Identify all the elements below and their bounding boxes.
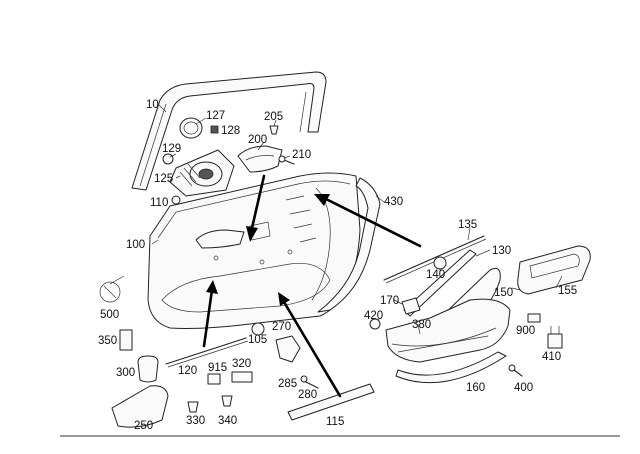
label-300: 300 — [116, 367, 135, 379]
callout-labels: 10 127 128 205 200 129 210 125 110 430 1… — [98, 99, 577, 432]
label-280: 280 — [298, 389, 317, 401]
label-10: 10 — [146, 99, 159, 111]
part-285-screw — [300, 375, 308, 383]
part-330-clip — [187, 401, 199, 413]
part-350-bracket — [119, 329, 133, 351]
label-500: 500 — [100, 309, 119, 321]
label-285: 285 — [278, 378, 297, 390]
label-120: 120 — [178, 365, 197, 377]
label-330: 330 — [186, 415, 205, 427]
label-140: 140 — [426, 269, 445, 281]
part-125-speaker — [169, 149, 235, 197]
part-128-clip — [210, 125, 219, 134]
label-115: 115 — [326, 416, 344, 428]
part-410-bracket — [547, 326, 563, 349]
part-915-clip — [207, 373, 221, 385]
label-129: 129 — [162, 143, 181, 155]
leader-lines — [151, 103, 563, 335]
label-400: 400 — [514, 382, 533, 394]
arrowhead — [278, 292, 290, 306]
part-500-tool — [99, 275, 125, 303]
part-140-cap — [433, 256, 447, 270]
label-150: 150 — [494, 287, 513, 299]
label-200: 200 — [248, 134, 267, 146]
part-400-screw — [508, 364, 523, 377]
label-430: 430 — [384, 196, 403, 208]
part-210-screw — [278, 155, 295, 165]
part-105-plug — [251, 322, 265, 336]
part-320-switch — [231, 371, 253, 383]
label-900: 900 — [516, 325, 535, 337]
part-130-strip — [403, 249, 477, 317]
label-100: 100 — [126, 239, 145, 251]
part-430-seal-strip — [317, 177, 381, 313]
label-250: 250 — [134, 420, 153, 432]
arrowhead — [314, 194, 330, 206]
part-270-lock-mechanism — [275, 335, 301, 363]
part-160-trim-strip — [395, 351, 507, 384]
part-129-grommet — [162, 153, 174, 165]
label-350: 350 — [98, 335, 117, 347]
label-110: 110 — [150, 197, 168, 209]
part-900-clip — [527, 313, 541, 323]
label-380: 380 — [412, 319, 431, 331]
label-127: 127 — [206, 110, 225, 122]
arrow-down-to-panel — [250, 174, 266, 230]
label-125: 125 — [154, 173, 173, 185]
label-170: 170 — [380, 295, 399, 307]
label-420: 420 — [364, 310, 383, 322]
part-300-cup — [137, 355, 159, 383]
part-10-window-frame — [131, 71, 327, 191]
label-410: 410 — [542, 351, 561, 363]
part-120-strip — [165, 337, 249, 368]
label-105: 105 — [248, 334, 267, 346]
part-115-sill-strip — [287, 383, 375, 421]
part-170-switch — [401, 297, 421, 315]
part-100-door-panel — [147, 172, 361, 329]
part-127-speaker-ring — [179, 117, 203, 139]
part-340-clip — [221, 395, 233, 407]
part-280-bolt — [305, 381, 319, 389]
part-250-handle-insert — [111, 385, 169, 428]
label-915: 915 — [208, 362, 227, 374]
arrowhead — [206, 280, 218, 294]
label-210: 210 — [292, 149, 311, 161]
label-320: 320 — [232, 358, 251, 370]
part-380-armrest-base — [385, 298, 511, 363]
part-200-handle-housing — [237, 145, 283, 173]
arrowhead — [246, 226, 258, 242]
label-160: 160 — [466, 382, 485, 394]
arrow-group — [202, 174, 422, 398]
label-155: 155 — [558, 285, 577, 297]
part-205-clip — [269, 125, 279, 135]
part-110-clip — [171, 195, 181, 205]
part-155-armrest-pad — [517, 245, 591, 295]
arrow-up-left — [202, 288, 214, 348]
label-130: 130 — [492, 245, 511, 257]
label-135: 135 — [458, 219, 477, 231]
label-128: 128 — [221, 125, 240, 137]
label-340: 340 — [218, 415, 237, 427]
part-420-fastener — [369, 318, 381, 330]
label-270: 270 — [272, 321, 291, 333]
label-205: 205 — [264, 111, 283, 123]
arrow-up-right — [282, 300, 342, 398]
arrow-to-seal — [326, 198, 422, 248]
